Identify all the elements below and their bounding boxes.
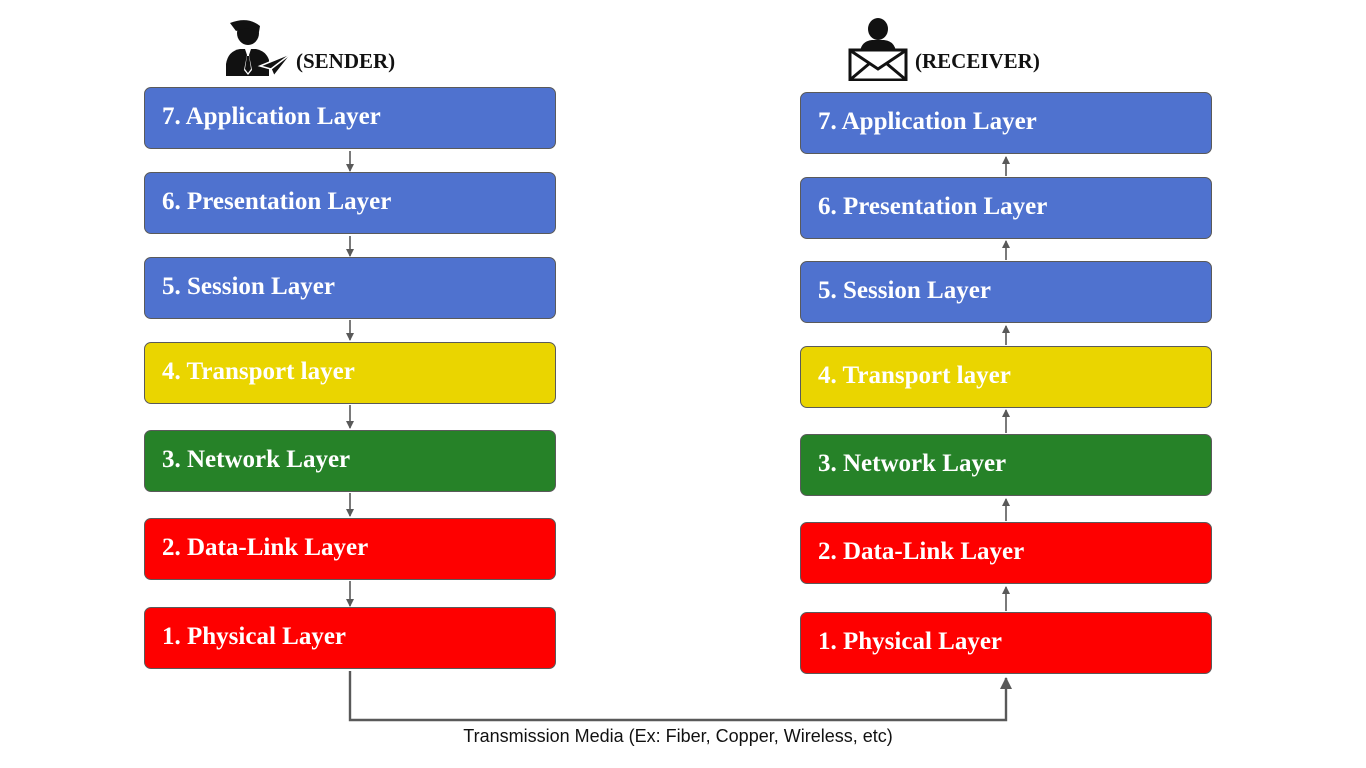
receiver-layer-presentation-label: 6. Presentation Layer: [818, 192, 1048, 220]
sender-layer-physical: 1. Physical Layer: [144, 607, 556, 669]
sender-layer-transport-label: 4. Transport layer: [162, 357, 355, 385]
sender-layer-network: 3. Network Layer: [144, 430, 556, 492]
receiver-layer-application-label: 7. Application Layer: [818, 107, 1037, 135]
sender-layer-application-label: 7. Application Layer: [162, 102, 381, 130]
receiver-layer-network: 3. Network Layer: [800, 434, 1212, 496]
sender-layer-transport: 4. Transport layer: [144, 342, 556, 404]
receiver-layer-transport: 4. Transport layer: [800, 346, 1212, 408]
receiver-layer-session-label: 5. Session Layer: [818, 276, 991, 304]
sender-layer-physical-label: 1. Physical Layer: [162, 622, 347, 650]
receiver-layer-physical: 1. Physical Layer: [800, 612, 1212, 674]
person-paper-plane-icon: [224, 20, 295, 78]
person-envelope-icon: [848, 17, 910, 82]
receiver-layer-data-link: 2. Data-Link Layer: [800, 522, 1212, 584]
sender-layer-network-label: 3. Network Layer: [162, 445, 351, 473]
sender-layer-presentation: 6. Presentation Layer: [144, 172, 556, 234]
sender-layer-data-link-label: 2. Data-Link Layer: [162, 533, 369, 561]
receiver-layer-network-label: 3. Network Layer: [818, 449, 1007, 477]
sender-layer-session-label: 5. Session Layer: [162, 272, 335, 300]
sender-title: (SENDER): [296, 49, 396, 73]
receiver-layer-physical-label: 1. Physical Layer: [818, 627, 1003, 655]
receiver-layer-session: 5. Session Layer: [800, 261, 1212, 323]
sender-layer-data-link: 2. Data-Link Layer: [144, 518, 556, 580]
sender-layer-presentation-label: 6. Presentation Layer: [162, 187, 392, 215]
transmission-media-line: [348, 671, 1012, 722]
receiver-layer-application: 7. Application Layer: [800, 92, 1212, 154]
receiver-layer-presentation: 6. Presentation Layer: [800, 177, 1212, 239]
transmission-media-caption: Transmission Media (Ex: Fiber, Copper, W…: [463, 726, 893, 746]
receiver-title: (RECEIVER): [915, 49, 1040, 73]
sender-layer-session: 5. Session Layer: [144, 257, 556, 319]
receiver-layer-transport-label: 4. Transport layer: [818, 361, 1011, 389]
sender-layer-application: 7. Application Layer: [144, 87, 556, 149]
receiver-layer-data-link-label: 2. Data-Link Layer: [818, 537, 1025, 565]
